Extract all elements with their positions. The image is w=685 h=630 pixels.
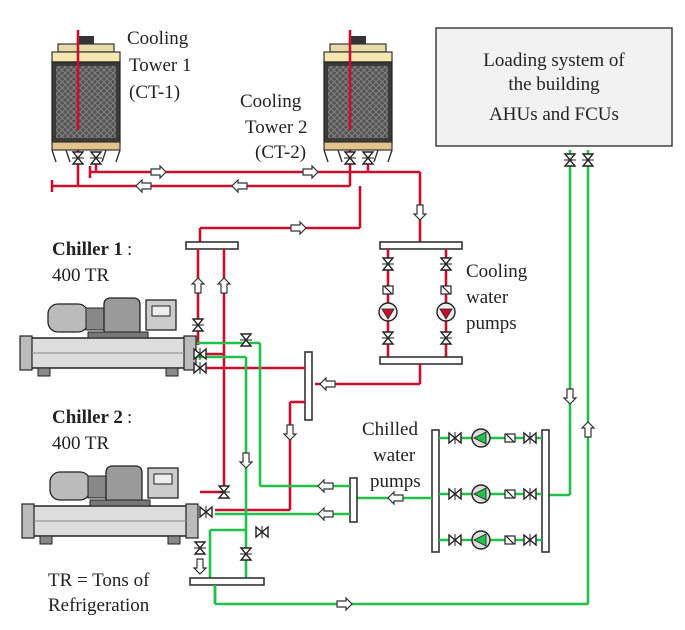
valve-icon [439,257,453,271]
ct2-line-2: Tower 2 [245,117,308,138]
chiller-1-label: Chiller 1 : 400 TR [52,239,132,286]
flow-arrow-icon [239,452,253,469]
valve-icon [448,431,462,445]
ct2-line-3: (CT-2) [255,142,306,163]
flow-arrow-icon [563,388,577,405]
check-valve-icon [504,489,516,499]
chiller-2-label: Chiller 2 : 400 TR [52,407,132,454]
pump-icon [436,302,456,322]
chiller-1-name: Chiller 1 [52,239,123,260]
valve-icon [199,505,213,519]
valve-icon [381,257,395,271]
flow-arrow-icon [336,597,353,611]
chiller-1-capacity: 400 TR [52,265,110,286]
flow-arrow-icon [217,277,231,294]
flow-arrow-icon [317,507,334,521]
ct1-line-1: Cooling [127,28,189,49]
valve-icon [581,153,595,167]
building-line-2: the building [508,74,600,95]
cooling-tower-icon [323,35,393,163]
chwp-line-2: water [373,445,416,466]
chiller-icon [19,297,197,377]
flow-arrow-icon [231,179,248,193]
cwp-line-1: Cooling [466,261,528,282]
valve-icon [217,485,231,499]
valve-icon [255,525,269,539]
flow-arrow-icon [581,421,595,438]
check-valve-icon [504,433,516,443]
valve-icon [239,333,253,347]
chiller-2 [21,465,199,545]
valve-icon [71,151,85,165]
flow-arrow-icon [191,277,205,294]
flow-arrow-icon [319,377,336,391]
chilled-water-pumps [471,428,516,550]
valve-icon [448,487,462,501]
chiller-2-colon: : [127,407,132,428]
valve-icon [439,331,453,345]
valve-icon [448,533,462,547]
valve-icon [523,487,537,501]
check-valve-icon [504,535,516,545]
chiller-1-colon: : [127,239,132,260]
valve-icon [193,347,207,361]
check-valve-icon [440,285,452,295]
building-line-1: Loading system of [483,50,625,71]
chwp-line-3: pumps [370,471,421,492]
cooling-water-pumps-label: Cooling water pumps [466,261,528,334]
flow-arrow-icon [283,424,297,441]
pump-icon [378,302,398,322]
chilled-water-pumps-label: Chilled water pumps [362,419,421,492]
valve-icon [523,533,537,547]
valve-icon [239,547,253,561]
valve-icon [563,153,577,167]
flow-arrow-icon [413,204,427,221]
valve-icon [381,331,395,345]
valve-icon [89,151,103,165]
chilled-water-pipes [186,150,590,606]
cwp-line-3: pumps [466,313,517,334]
check-valve-icon [382,285,394,295]
flow-arrow-icon [150,165,167,179]
pump-icon [471,428,491,448]
cwp-line-2: water [466,287,509,308]
cooling-water-pumps [378,285,456,322]
flow-arrow-icon [290,221,307,235]
pump-icon [471,530,491,550]
condenser-water-pipes [50,40,463,512]
chiller-icon [21,465,199,545]
building-line-3: AHUs and FCUs [489,104,619,125]
flow-arrow-icon [193,558,207,575]
valve-icon [523,431,537,445]
building-load-box: Loading system of the building AHUs and … [435,27,673,147]
chiller-1 [19,297,197,377]
cooling-tower-icon [51,35,121,163]
valve-icon [191,318,205,332]
flow-arrow-icon [135,179,152,193]
ct2-line-1: Cooling [240,91,302,112]
ct1-line-3: (CT-1) [129,82,180,103]
chiller-2-name: Chiller 2 [52,407,123,428]
valve-icon [193,541,207,555]
flow-arrow-icon [302,165,319,179]
tr-note: TR = Tons of Refrigeration [48,570,150,616]
valve-icon [193,361,207,375]
cooling-tower-1 [51,35,121,163]
cooling-tower-2 [323,35,393,163]
chiller-2-capacity: 400 TR [52,433,110,454]
tr-note-line-2: Refrigeration [48,595,150,616]
flow-arrow-icon [317,479,334,493]
valve-icon [343,151,357,165]
valve-icon [361,151,375,165]
ct1-line-2: Tower 1 [129,55,192,76]
cooling-tower-2-label: Cooling Tower 2 (CT-2) [240,91,308,163]
chwp-line-1: Chilled [362,419,418,440]
pump-icon [471,484,491,504]
cooling-tower-1-label: Cooling Tower 1 (CT-1) [127,28,192,103]
tr-note-line-1: TR = Tons of [48,570,150,591]
flow-arrow-icon [387,491,404,505]
